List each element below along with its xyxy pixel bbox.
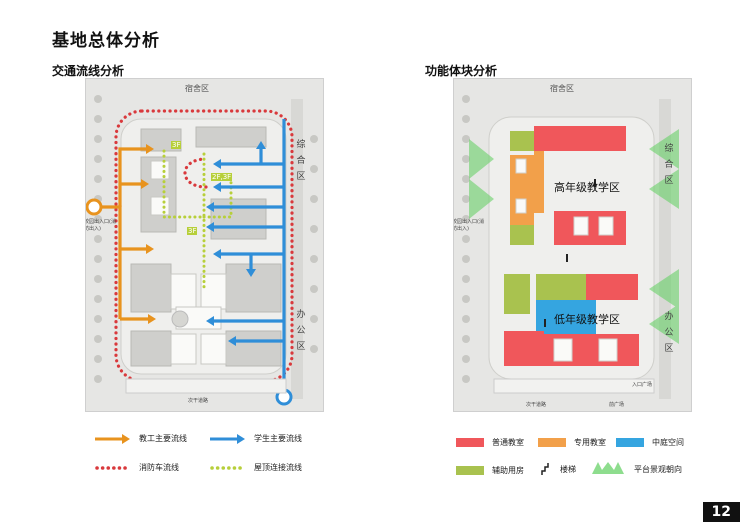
orange-arrow-icon — [95, 433, 130, 444]
office-label: 办公区 — [664, 312, 674, 354]
legend-regular-classroom: 普通教室 — [456, 437, 524, 448]
legend-auxiliary: 辅助用房 — [456, 465, 524, 476]
function-block-drawing — [454, 79, 691, 411]
green-dots-icon — [210, 465, 246, 470]
lower-zone-label: 低年级教学区 — [554, 313, 620, 326]
floor-label-1: 3F — [171, 141, 182, 149]
blue-swatch-icon — [616, 438, 644, 447]
blue-arrow-icon — [210, 433, 245, 444]
upper-zone-label: 高年级教学区 — [554, 181, 620, 194]
entrance-label: 校园出入口(消防出入) — [453, 219, 484, 232]
legend-fire-flow: 消防车流线 — [95, 462, 179, 473]
legend-special-classroom: 专用教室 — [538, 437, 606, 448]
page-number: 12 — [702, 502, 740, 522]
bottom-road-label: 次干道路 — [188, 398, 209, 404]
page-title: 基地总体分析 — [52, 31, 160, 51]
stair-icon — [541, 463, 549, 475]
right-side-label: 综合区 — [296, 140, 306, 182]
front-plaza-label: 前广场 — [609, 402, 625, 408]
red-swatch-icon — [456, 438, 484, 447]
green-fan-icon — [592, 462, 624, 474]
red-dots-icon — [95, 465, 131, 470]
legend-atrium: 中庭空间 — [616, 437, 684, 448]
legend-platform-view: 平台景观朝向 — [592, 462, 682, 476]
office-label: 办公区 — [296, 310, 306, 352]
traffic-flow-drawing — [86, 79, 323, 411]
bottom-road-label: 次干道路 — [526, 402, 547, 408]
legend-teacher-flow: 教工主要流线 — [95, 433, 187, 444]
green-swatch-icon — [456, 466, 484, 475]
legend-stairs: 楼梯 — [540, 462, 576, 476]
entry-plaza-label: 入口广场 — [632, 382, 653, 388]
legend-student-flow: 学生主要流线 — [210, 433, 302, 444]
dorm-label: 宿舍区 — [185, 84, 209, 93]
orange-swatch-icon — [538, 438, 566, 447]
floor-label-3: 3F — [187, 227, 198, 235]
right-side-label: 综合区 — [664, 144, 674, 186]
dorm-label: 宿舍区 — [550, 84, 574, 93]
legend-roof-flow: 屋顶连接流线 — [210, 462, 302, 473]
floor-label-2: 2F,3F — [211, 173, 233, 181]
left-panel-title: 交通流线分析 — [52, 64, 125, 78]
entrance-label: 校园出入口(消防出入) — [85, 219, 116, 232]
function-block-map: 宿舍区 综合区 办公区 高年级教学区 低年级教学区 校园出入口(消防出入) 入口… — [453, 78, 692, 412]
traffic-flow-map: 宿舍区 综合区 办公区 路 校园出入口(消防出入) 3F 2F,3F 3F 次干… — [85, 78, 324, 412]
right-panel-title: 功能体块分析 — [425, 64, 498, 78]
